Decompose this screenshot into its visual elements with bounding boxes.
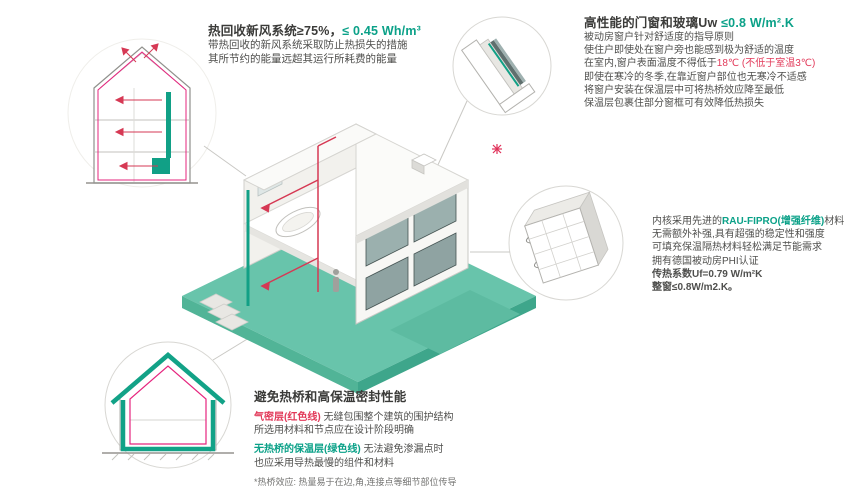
insulation-layer-line (110, 352, 226, 405)
thermal-line: 无热桥的保温层(绿色线) 无法避免渗漏点时 (254, 443, 554, 456)
windows-line: 被动房窗户针对舒适度的指导原则 (584, 32, 734, 43)
thermal-bridge-footnote: *热桥效应: 热量易于在边,角,连接点等细节部位传导 (254, 476, 457, 487)
profile-uw-value: 整窗≤0.8W/m2.K。 (652, 282, 739, 294)
heat-exchanger-unit (152, 158, 170, 174)
profile-material-name: RAU-FIPRO(增强纤维) (722, 216, 825, 227)
main-house-art (182, 123, 536, 394)
heat-recovery-title: 热回收新风系统≥75%，≤ 0.45 Wh/m³ (208, 20, 470, 39)
insulation-layer-line (120, 400, 216, 452)
windows-line-note: (不低于室温3℃) (739, 58, 816, 70)
profile-line: 拥有德国被动房PHI认证 (652, 255, 759, 267)
insulation-layer-group: 无热桥的保温层(绿色线) 无法避免渗漏点时 也应采用导热最慢的组件和材料 (254, 443, 554, 469)
gasket-curve (525, 236, 531, 244)
windows-title: 高性能的门窗和玻璃Uw ≤0.8 W/m².K (584, 12, 862, 31)
ventilation-section-art (86, 43, 198, 184)
airtight-layer-group: 气密层(红色线) 无缝包围整个建筑的围护结构 所选用材料和节点应在设计阶段明确 (254, 411, 554, 437)
thermal-line: 气密层(红色线) 无缝包围整个建筑的围护结构 (254, 411, 554, 424)
frame-profile-block: 内核采用先进的RAU-FIPRO(增强纤维)材料 无需额外补强,具有超强的稳定性… (652, 215, 864, 294)
thermal-line-text: 无法避免渗漏点时 (360, 444, 444, 456)
heat-recovery-line: 其所节约的能量远超其运行所耗费的能量 (208, 52, 397, 65)
glazing-pane-light (493, 38, 526, 83)
windows-line: 保温层包裹住部分窗框可有效降低热损失 (584, 98, 764, 110)
thermal-bridge-block: 避免热桥和高保温密封性能 气密层(红色线) 无缝包围整个建筑的围护结构 所选用材… (254, 386, 554, 488)
profile-line: 内核采用先进的RAU-FIPRO(增强纤维)材料 (652, 215, 864, 228)
leader-line-window (436, 100, 468, 168)
frame-profile-art (523, 191, 609, 284)
profile-line: 可填充保温隔热材料轻松满足节能需求 (652, 242, 822, 254)
red-marker-icon (492, 144, 502, 154)
seal-strip (487, 42, 520, 87)
glass-panels (365, 192, 457, 311)
bathtub (275, 206, 321, 238)
thermal-line-text: 无缝包围整个建筑的围护结构 (320, 412, 454, 423)
windows-title-text: 高性能的门窗和玻璃Uw (584, 16, 722, 30)
windows-line-text: 在室内,窗户表面温度不得低于 (584, 58, 717, 70)
airtight-layer-line (97, 51, 187, 181)
exhaust-duct (166, 92, 171, 158)
thermal-line: 所选用材料和节点应在设计阶段明确 (254, 425, 414, 437)
glazing-pane-dark (490, 40, 524, 86)
windows-line: 使住户即使处在窗户旁也能感到极为舒适的温度 (584, 45, 794, 57)
heat-recovery-block: 热回收新风系统≥75%，≤ 0.45 Wh/m³ 带热回收的新风系统采取防止热损… (208, 20, 470, 66)
roof-vent (411, 153, 437, 175)
occupant-figure (333, 269, 339, 292)
profile-line-text: 材料 (824, 216, 845, 227)
windows-line: 在室内,窗户表面温度不得低于18℃ (不低于室温3℃) (584, 57, 862, 70)
profile-uf-value: 传热系数Uf=0.79 W/m²K (652, 268, 763, 280)
supply-air-arrows (114, 43, 162, 171)
ventilation-ducts (260, 136, 337, 292)
airtight-layer-label: 气密层(红色线) (254, 412, 321, 423)
heat-recovery-title-text: 热回收新风系统≥75%， (208, 24, 343, 38)
heat-recovery-line: 带热回收的新风系统采取防止热损失的措施 (208, 39, 408, 51)
thermal-bridge-title: 避免热桥和高保温密封性能 (254, 390, 407, 404)
red-detail-markers (492, 144, 511, 296)
window-corner-art (460, 38, 536, 114)
thermal-line: 也应采用导热最慢的组件和材料 (254, 457, 394, 469)
heat-recovery-title-value: ≤ 0.45 Wh/m³ (342, 24, 421, 38)
insulation-section-art (102, 352, 234, 461)
profile-line-text: 内核采用先进的 (652, 216, 722, 227)
windows-line: 将窗户安装在保温层中可将热桥效应降至最低 (584, 84, 784, 96)
garden-steps (199, 293, 249, 331)
leader-line-ventilation (203, 145, 247, 177)
windows-line: 即使在寒冷的冬季,在靠近窗户部位也无寒冷不适感 (584, 71, 807, 83)
insulation-layer-label: 无热桥的保温层(绿色线) (254, 444, 361, 456)
gasket-curve (533, 261, 539, 269)
detail-circle-ventilation (67, 38, 217, 188)
windows-block: 高性能的门窗和玻璃Uw ≤0.8 W/m².K 被动房窗户针对舒适度的指导原则 … (584, 12, 862, 110)
windows-line-temp: 18℃ (716, 58, 740, 70)
profile-line: 无需额外补强,具有超强的稳定性和强度 (652, 229, 825, 241)
windows-title-value: ≤0.8 W/m².K (721, 16, 795, 30)
airtight-layer-line (129, 365, 207, 445)
